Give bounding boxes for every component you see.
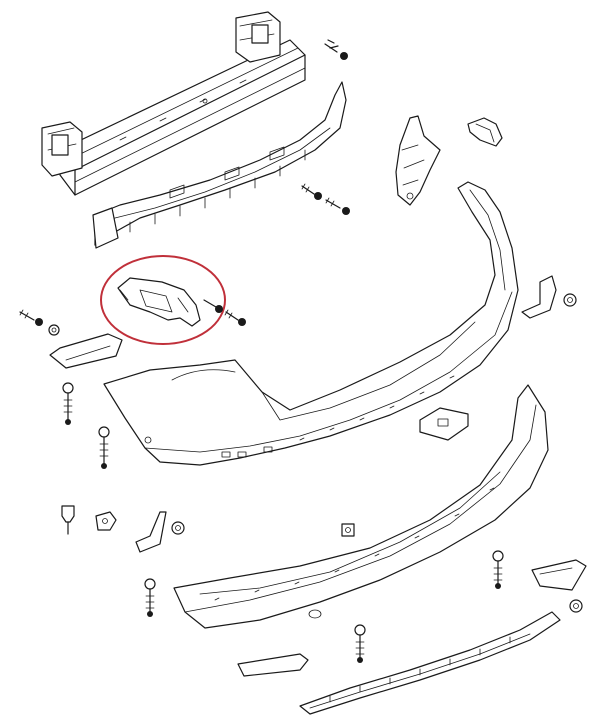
diffuser-trim <box>299 611 561 715</box>
nut-left-1 <box>48 324 60 336</box>
screw-highlight-1 <box>203 299 223 313</box>
nut-left-2 <box>171 521 185 535</box>
screw-left-1 <box>19 309 43 326</box>
square-clip-center <box>341 523 355 537</box>
screw-highlight-2 <box>224 309 246 326</box>
highlighted-bracket <box>100 255 226 345</box>
screw-mid-1 <box>301 183 322 200</box>
screw-left-col-3 <box>144 578 156 617</box>
screw-top-1 <box>324 39 348 60</box>
right-side-bracket <box>521 275 557 319</box>
reflector-strip <box>237 653 309 677</box>
small-clip-top-right <box>467 117 503 147</box>
push-clip-left <box>61 505 75 535</box>
screw-right-col-1 <box>492 550 504 589</box>
energy-absorber <box>92 81 347 249</box>
screw-left-col-2 <box>98 426 110 469</box>
nut-right <box>563 293 577 307</box>
bumper-reinforcement-bar <box>41 11 306 196</box>
highlight-circle <box>100 255 226 345</box>
left-side-bracket <box>49 333 123 369</box>
screw-left-col-1 <box>62 382 74 425</box>
side-guide-bracket <box>395 115 441 206</box>
nut-right-lower <box>569 599 583 613</box>
square-clip-left <box>95 511 117 531</box>
bracket-left-lower <box>135 511 167 553</box>
upper-bumper-cover <box>103 181 519 466</box>
rectangular-clip <box>419 407 469 441</box>
trim-right <box>531 559 587 591</box>
screw-mid-2 <box>325 197 350 215</box>
lower-bumper-cover <box>173 384 549 629</box>
screw-center-col <box>354 624 366 663</box>
